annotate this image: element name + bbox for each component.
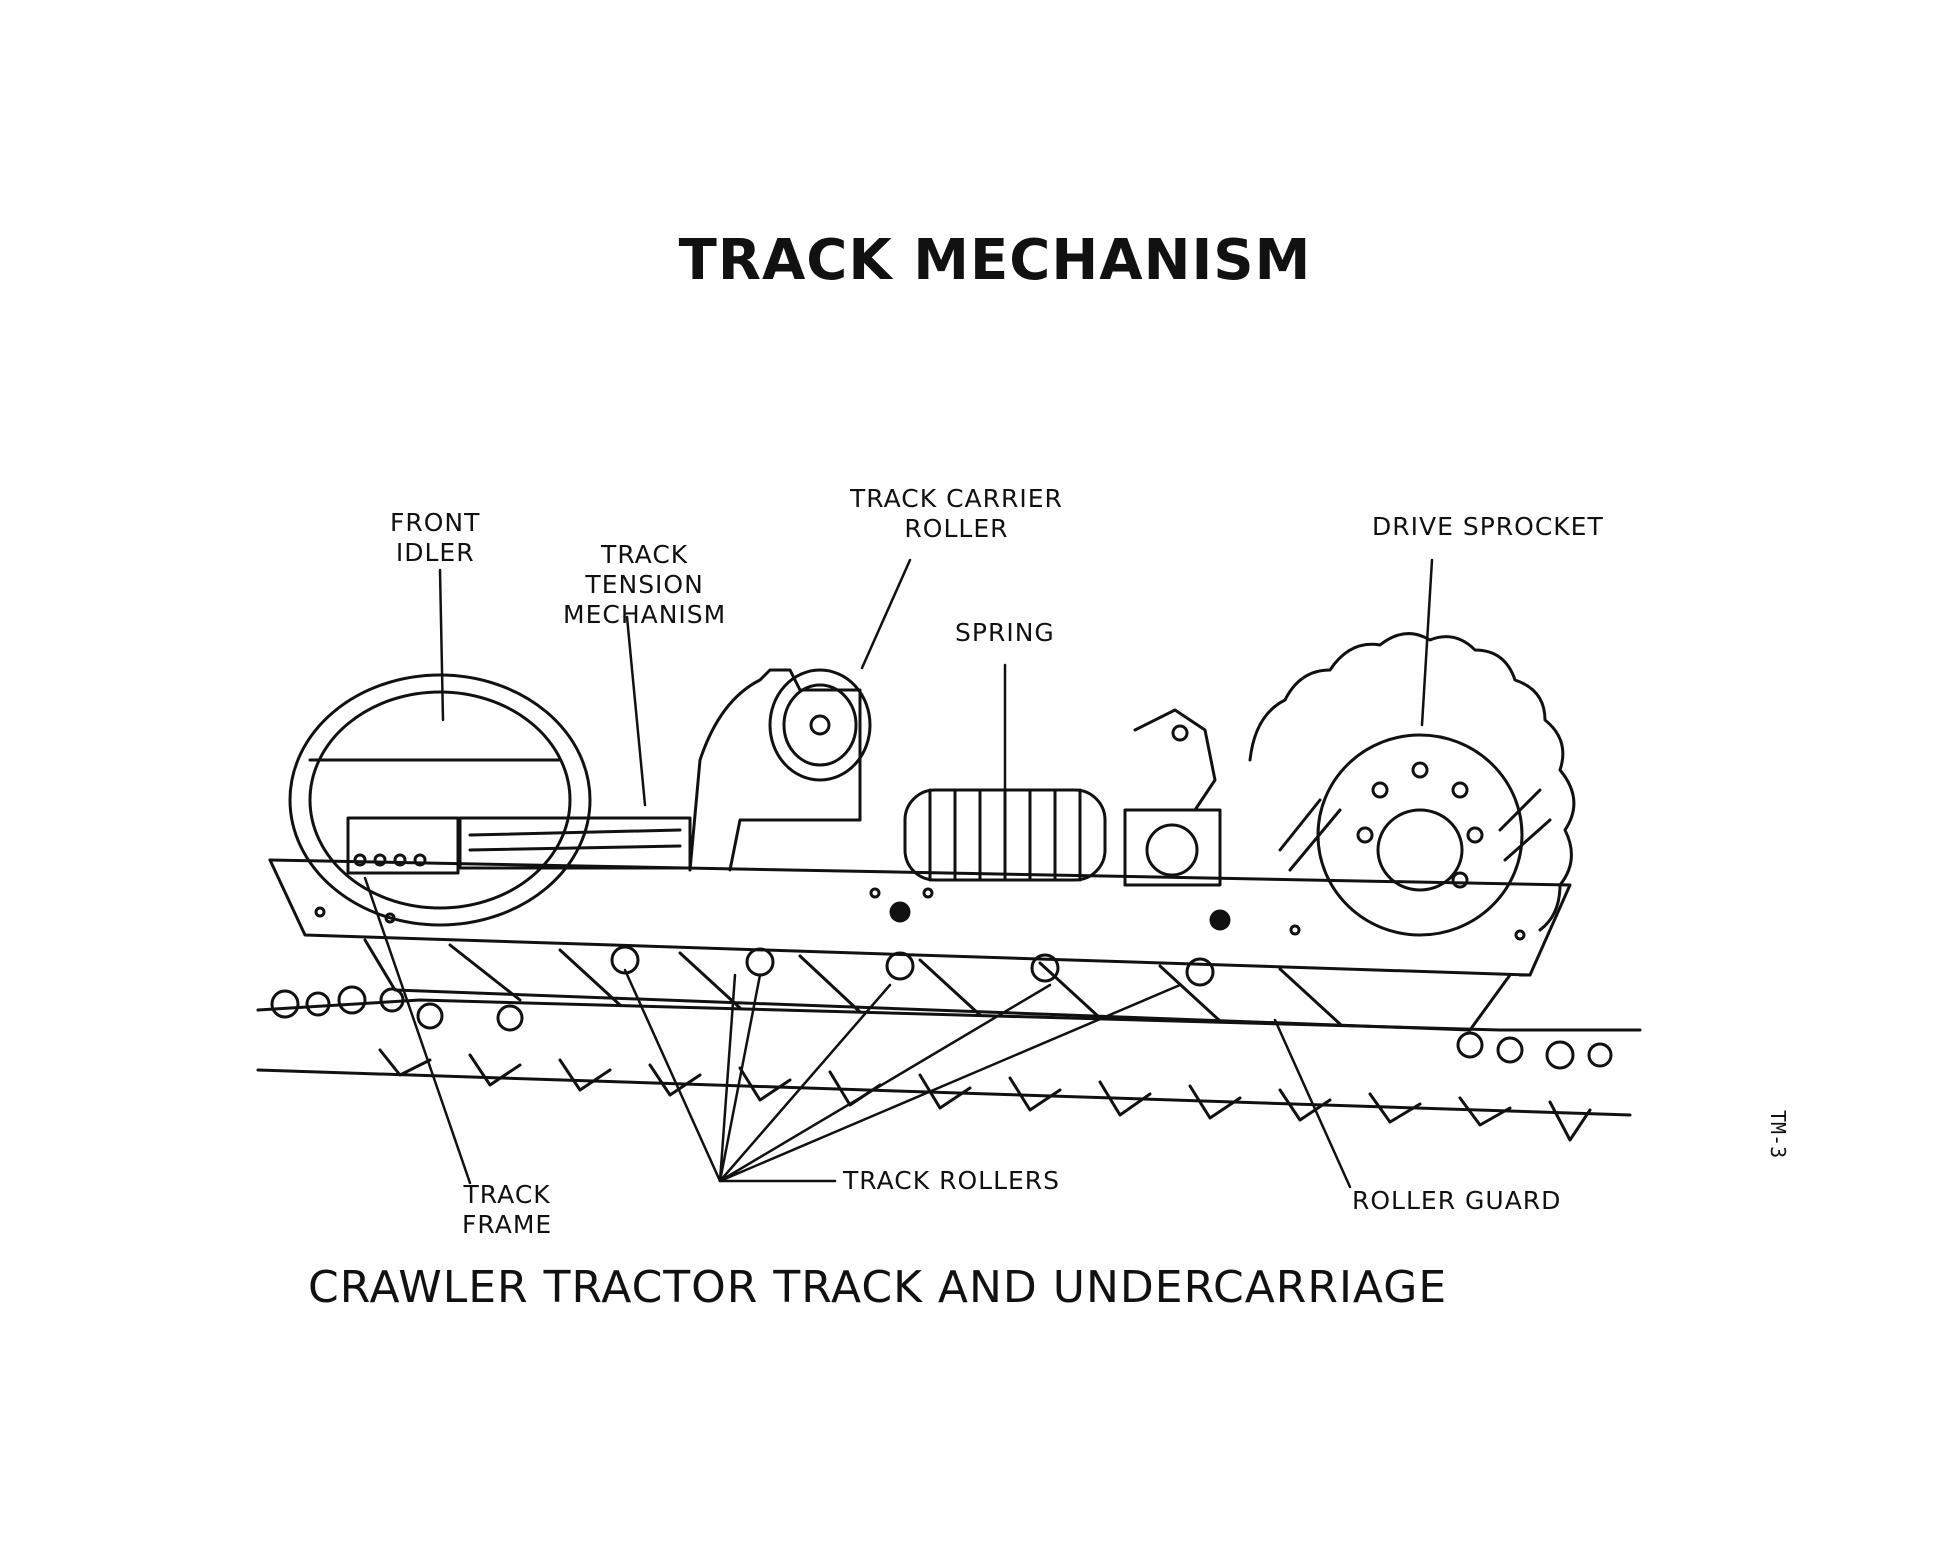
- label-spring: SPRING: [955, 618, 1055, 647]
- page-title: TRACK MECHANISM: [678, 228, 1312, 293]
- tension-mechanism: [346, 816, 692, 875]
- label-track-rollers: TRACK ROLLERS: [843, 1166, 1061, 1195]
- label-track-tension-mechanism: TRACK TENSION MECHANISM: [563, 540, 727, 629]
- label-track-frame: TRACK FRAME: [462, 1180, 553, 1239]
- label-drive-sprocket: DRIVE SPROCKET: [1372, 512, 1604, 541]
- spring-coils: [903, 788, 1107, 882]
- main-frame: [268, 858, 1572, 977]
- label-track-carrier-roller: TRACK CARRIER ROLLER: [850, 484, 1063, 543]
- carrier-roller-bracket: [688, 668, 872, 872]
- track-links-right: [1456, 1031, 1613, 1070]
- front-idler-wheel: [288, 673, 592, 927]
- label-roller-guard: ROLLER GUARD: [1352, 1186, 1562, 1215]
- track-lower-edge: [256, 1068, 1632, 1117]
- spring-bracket: [1123, 708, 1222, 887]
- track-shoes: [378, 1048, 1592, 1142]
- leader-lines: [363, 558, 1434, 1189]
- label-front-idler: FRONT IDLER: [390, 508, 481, 567]
- track-chain: [256, 998, 1642, 1032]
- figure-caption: CRAWLER TRACTOR TRACK AND UNDERCARRIAGE: [308, 1262, 1448, 1313]
- page-code-mark: TM-3: [1766, 1110, 1790, 1159]
- track-links-left: [270, 985, 524, 1032]
- drive-sprocket: [1248, 632, 1576, 937]
- roller-guard: [363, 938, 1512, 1032]
